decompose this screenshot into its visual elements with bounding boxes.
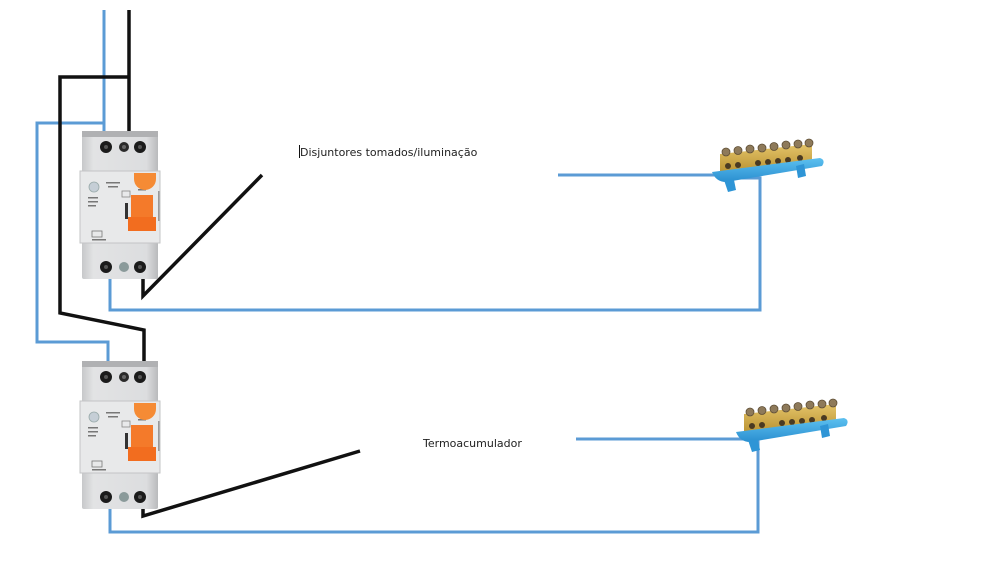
phase-branch-wire: [58, 75, 146, 372]
neutral-out-top-wire: [108, 176, 762, 312]
bottom-circuit-label-text: Termoacumulador: [423, 437, 522, 450]
neutral-busbar-top: [711, 138, 825, 193]
phase-out-bottom-wire: [141, 449, 361, 519]
neutral-busbar-bottom: [735, 398, 849, 453]
phase-out-top-wire: [141, 173, 264, 301]
residual-breaker-bottom: [79, 360, 161, 510]
text-cursor: [299, 145, 300, 158]
bottom-circuit-label: Termoacumulador: [423, 437, 522, 450]
top-circuit-label: Disjuntores tomados/iluminação: [299, 145, 477, 159]
top-circuit-label-text: Disjuntores tomados/iluminação: [300, 146, 478, 159]
neutral-out-bottom-wire: [108, 440, 760, 534]
residual-breaker-top: [79, 130, 161, 280]
